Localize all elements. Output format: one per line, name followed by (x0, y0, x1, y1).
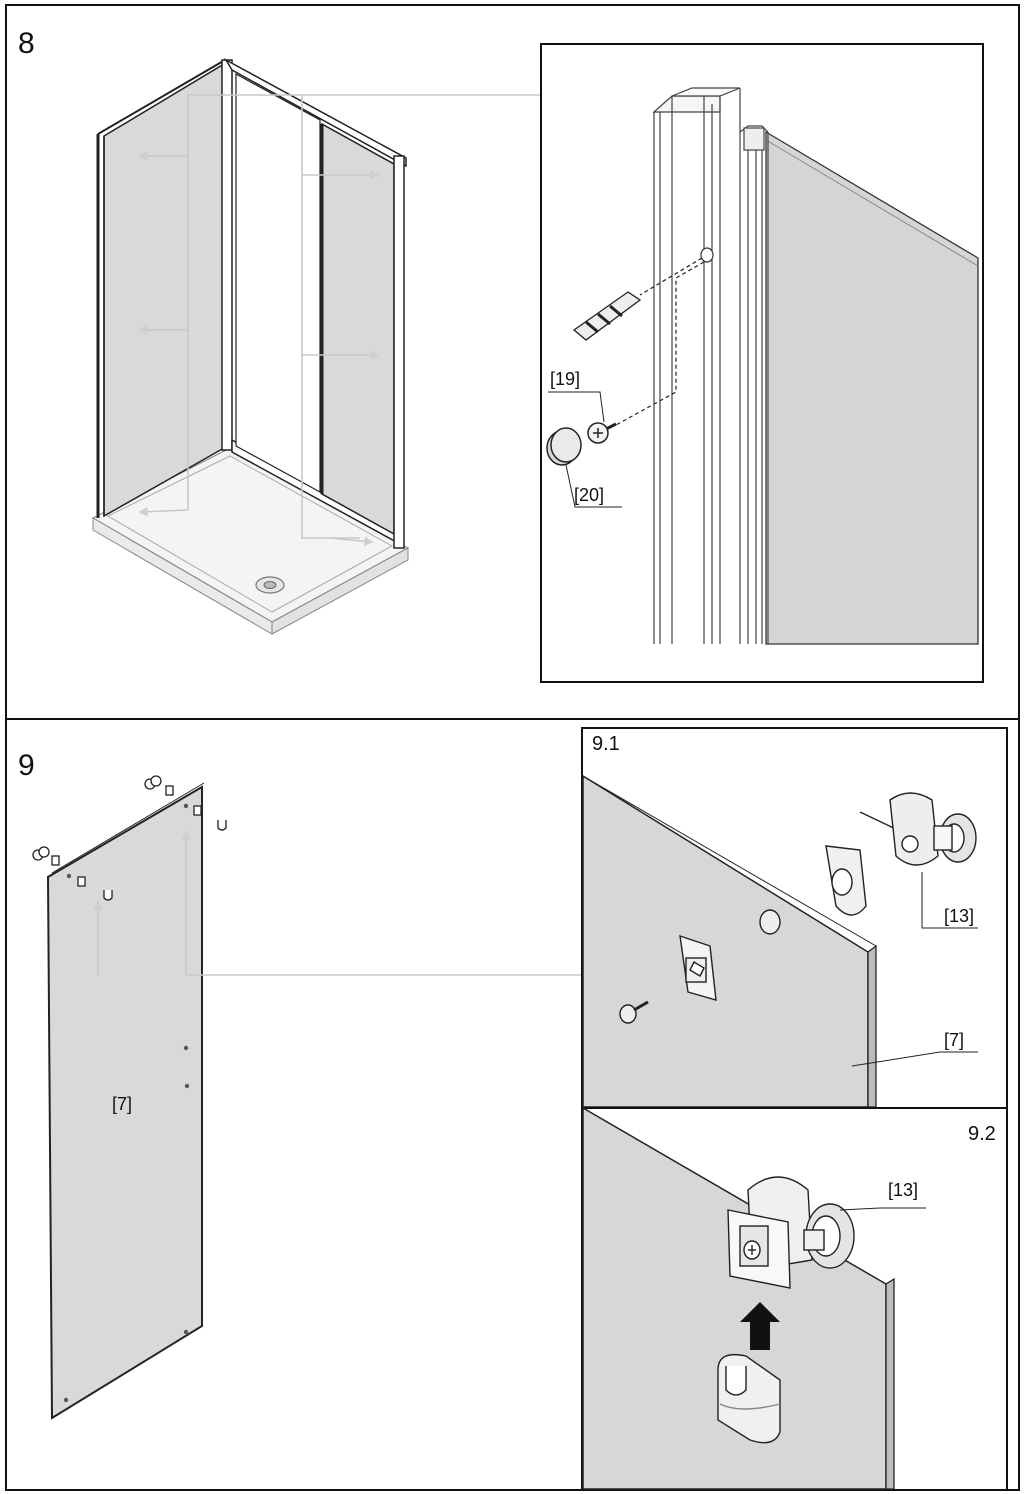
hinge-parts (32, 775, 227, 901)
guide-lines (138, 94, 540, 547)
detail-part-label-9-2: [13] (888, 1180, 918, 1200)
step-8: 8 (18, 27, 984, 683)
shower-enclosure (91, 58, 410, 635)
step-9: 9 [7] 9.1 (18, 727, 1008, 1491)
page-frame (5, 4, 1020, 1491)
detail-glass (765, 130, 979, 645)
side-glass-panel (103, 62, 225, 518)
front-glass-panel (321, 122, 395, 536)
hinge-mounted-9-2 (727, 1176, 855, 1289)
detail-panel-label-9-1: [7] (944, 1030, 964, 1050)
detail-title-9-2: 9.2 (968, 1123, 996, 1145)
step-number-9: 9 (18, 749, 35, 782)
cover-clip (717, 1353, 781, 1444)
step-number-8: 8 (18, 27, 35, 60)
detail-part-label-9-1: [13] (944, 906, 974, 926)
screw-19 (587, 422, 617, 444)
profile-detail: [19] [20] (546, 87, 979, 645)
wall-plug (572, 291, 642, 341)
callout-20: [20] (574, 485, 604, 505)
callout-19: [19] (550, 369, 580, 389)
glass-panel-7 (46, 785, 203, 1420)
panel-label-7: [7] (112, 1094, 132, 1114)
hinge-exploded-9-1 (619, 792, 977, 1024)
arrow-up-icon (740, 1302, 780, 1350)
detail-title-9-1: 9.1 (592, 733, 620, 755)
cover-cap-20 (546, 427, 582, 466)
